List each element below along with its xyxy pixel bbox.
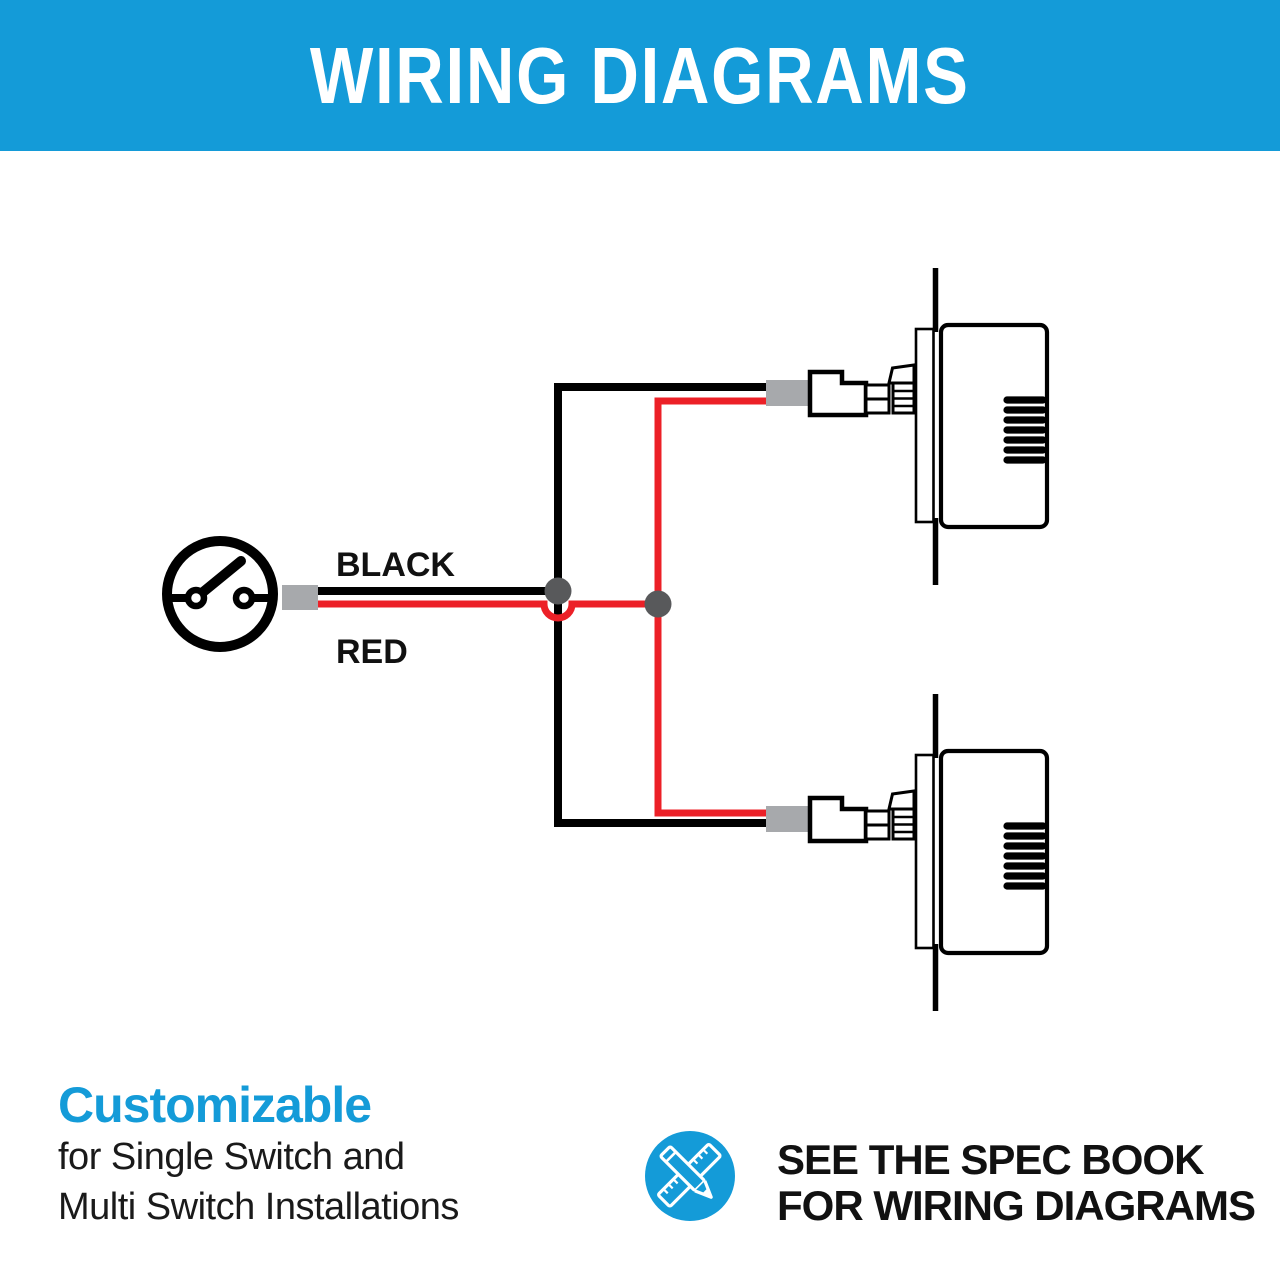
wires bbox=[308, 383, 770, 827]
dimmer-module-top bbox=[916, 268, 1047, 585]
wire-connector-top bbox=[766, 365, 914, 415]
spec-book-note: SEE THE SPEC BOOK FOR WIRING DIAGRAMS bbox=[777, 1131, 1256, 1229]
red-wire bbox=[308, 397, 770, 817]
switch-terminal-right bbox=[232, 586, 256, 610]
footer-right-line2: FOR WIRING DIAGRAMS bbox=[777, 1182, 1256, 1229]
junction-dot-red bbox=[644, 590, 672, 618]
black-wire bbox=[308, 383, 770, 827]
junction-dot-black bbox=[544, 577, 572, 605]
footer-left: Customizable for Single Switch and Multi… bbox=[58, 1078, 459, 1232]
red-wire-label: RED bbox=[336, 633, 408, 671]
footer-left-line2: Multi Switch Installations bbox=[58, 1186, 459, 1228]
footer-right-line1: SEE THE SPEC BOOK bbox=[777, 1136, 1204, 1183]
page-title: WIRING DIAGRAMS bbox=[310, 30, 970, 120]
wire-connector-bottom bbox=[766, 791, 914, 841]
switch-wire-sleeve bbox=[282, 585, 318, 610]
pencil-icon bbox=[659, 1145, 713, 1199]
footer-right: SEE THE SPEC BOOK FOR WIRING DIAGRAMS bbox=[645, 1131, 1256, 1229]
ruler-pencil-icon bbox=[645, 1131, 735, 1221]
header-banner: WIRING DIAGRAMS bbox=[0, 0, 1280, 151]
customizable-headline: Customizable bbox=[58, 1077, 372, 1133]
switch-terminal-left bbox=[184, 586, 208, 610]
black-wire-label: BLACK bbox=[336, 546, 455, 584]
toggle-switch bbox=[162, 536, 318, 652]
dimmer-module-bottom bbox=[916, 694, 1047, 1011]
footer-left-line1: for Single Switch and bbox=[58, 1136, 405, 1178]
